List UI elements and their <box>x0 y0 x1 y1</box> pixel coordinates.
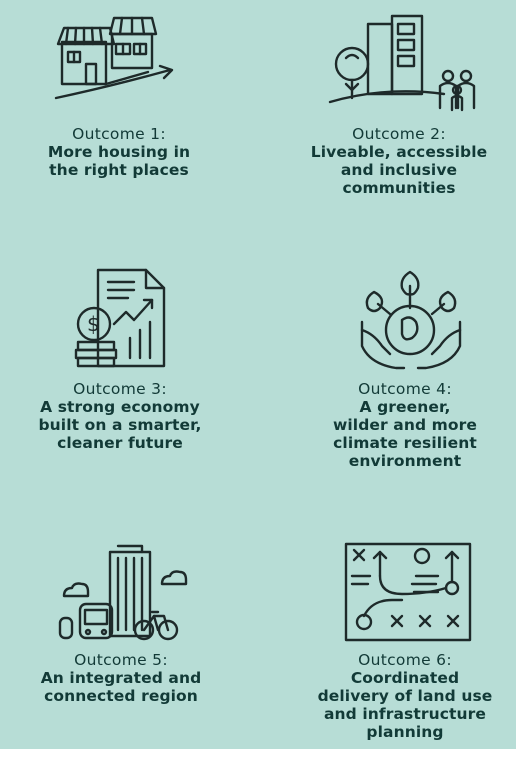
outcome-2: Outcome 2: Liveable, accessible and incl… <box>283 125 515 197</box>
economy-icon: $ <box>68 268 178 368</box>
housing-growth-icon <box>52 14 182 104</box>
community-icon <box>326 14 486 114</box>
outcome-2-line-1: Liveable, accessible <box>310 143 488 161</box>
outcome-5-line-2: connected region <box>44 687 198 705</box>
outcome-1-line-1: More housing in <box>47 143 191 161</box>
outcome-3-label: Outcome 3: <box>73 380 167 398</box>
environment-icon <box>356 268 466 372</box>
outcome-4-line-1: A greener, <box>359 398 451 416</box>
outcome-6-line-1: Coordinated <box>350 669 460 687</box>
transport-icon <box>52 544 192 644</box>
outcome-1-line-2: the right places <box>49 161 189 179</box>
outcome-6-line-4: planning <box>366 723 444 741</box>
svg-text:$: $ <box>87 312 100 336</box>
outcome-3-line-1: A strong economy <box>40 398 200 416</box>
infographic-panel: Outcome 1: More housing in the right pla… <box>0 0 516 749</box>
outcome-6-line-3: and infrastructure <box>323 705 487 723</box>
planning-map-icon <box>340 538 476 644</box>
outcome-2-line-3: communities <box>342 179 456 197</box>
outcome-4: Outcome 4: A greener, wilder and more cl… <box>294 380 516 470</box>
outcome-1-label: Outcome 1: <box>72 125 166 143</box>
outcome-6-line-2: delivery of land use <box>317 687 493 705</box>
outcome-2-line-2: and inclusive <box>340 161 458 179</box>
outcome-5-label: Outcome 5: <box>74 651 168 669</box>
outcome-1: Outcome 1: More housing in the right pla… <box>10 125 228 179</box>
outcome-3-line-3: cleaner future <box>57 434 183 452</box>
outcome-4-label: Outcome 4: <box>358 380 452 398</box>
outcome-3-line-2: built on a smarter, <box>38 416 202 434</box>
outcome-6: Outcome 6: Coordinated delivery of land … <box>294 651 516 741</box>
outcome-4-line-4: environment <box>348 452 462 470</box>
outcome-6-label: Outcome 6: <box>358 651 452 669</box>
outcome-3: Outcome 3: A strong economy built on a s… <box>6 380 234 452</box>
outcome-5-line-1: An integrated and <box>40 669 202 687</box>
outcome-4-line-3: climate resilient <box>333 434 477 452</box>
outcome-2-label: Outcome 2: <box>352 125 446 143</box>
outcome-4-line-2: wilder and more <box>332 416 478 434</box>
outcome-5: Outcome 5: An integrated and connected r… <box>10 651 232 705</box>
